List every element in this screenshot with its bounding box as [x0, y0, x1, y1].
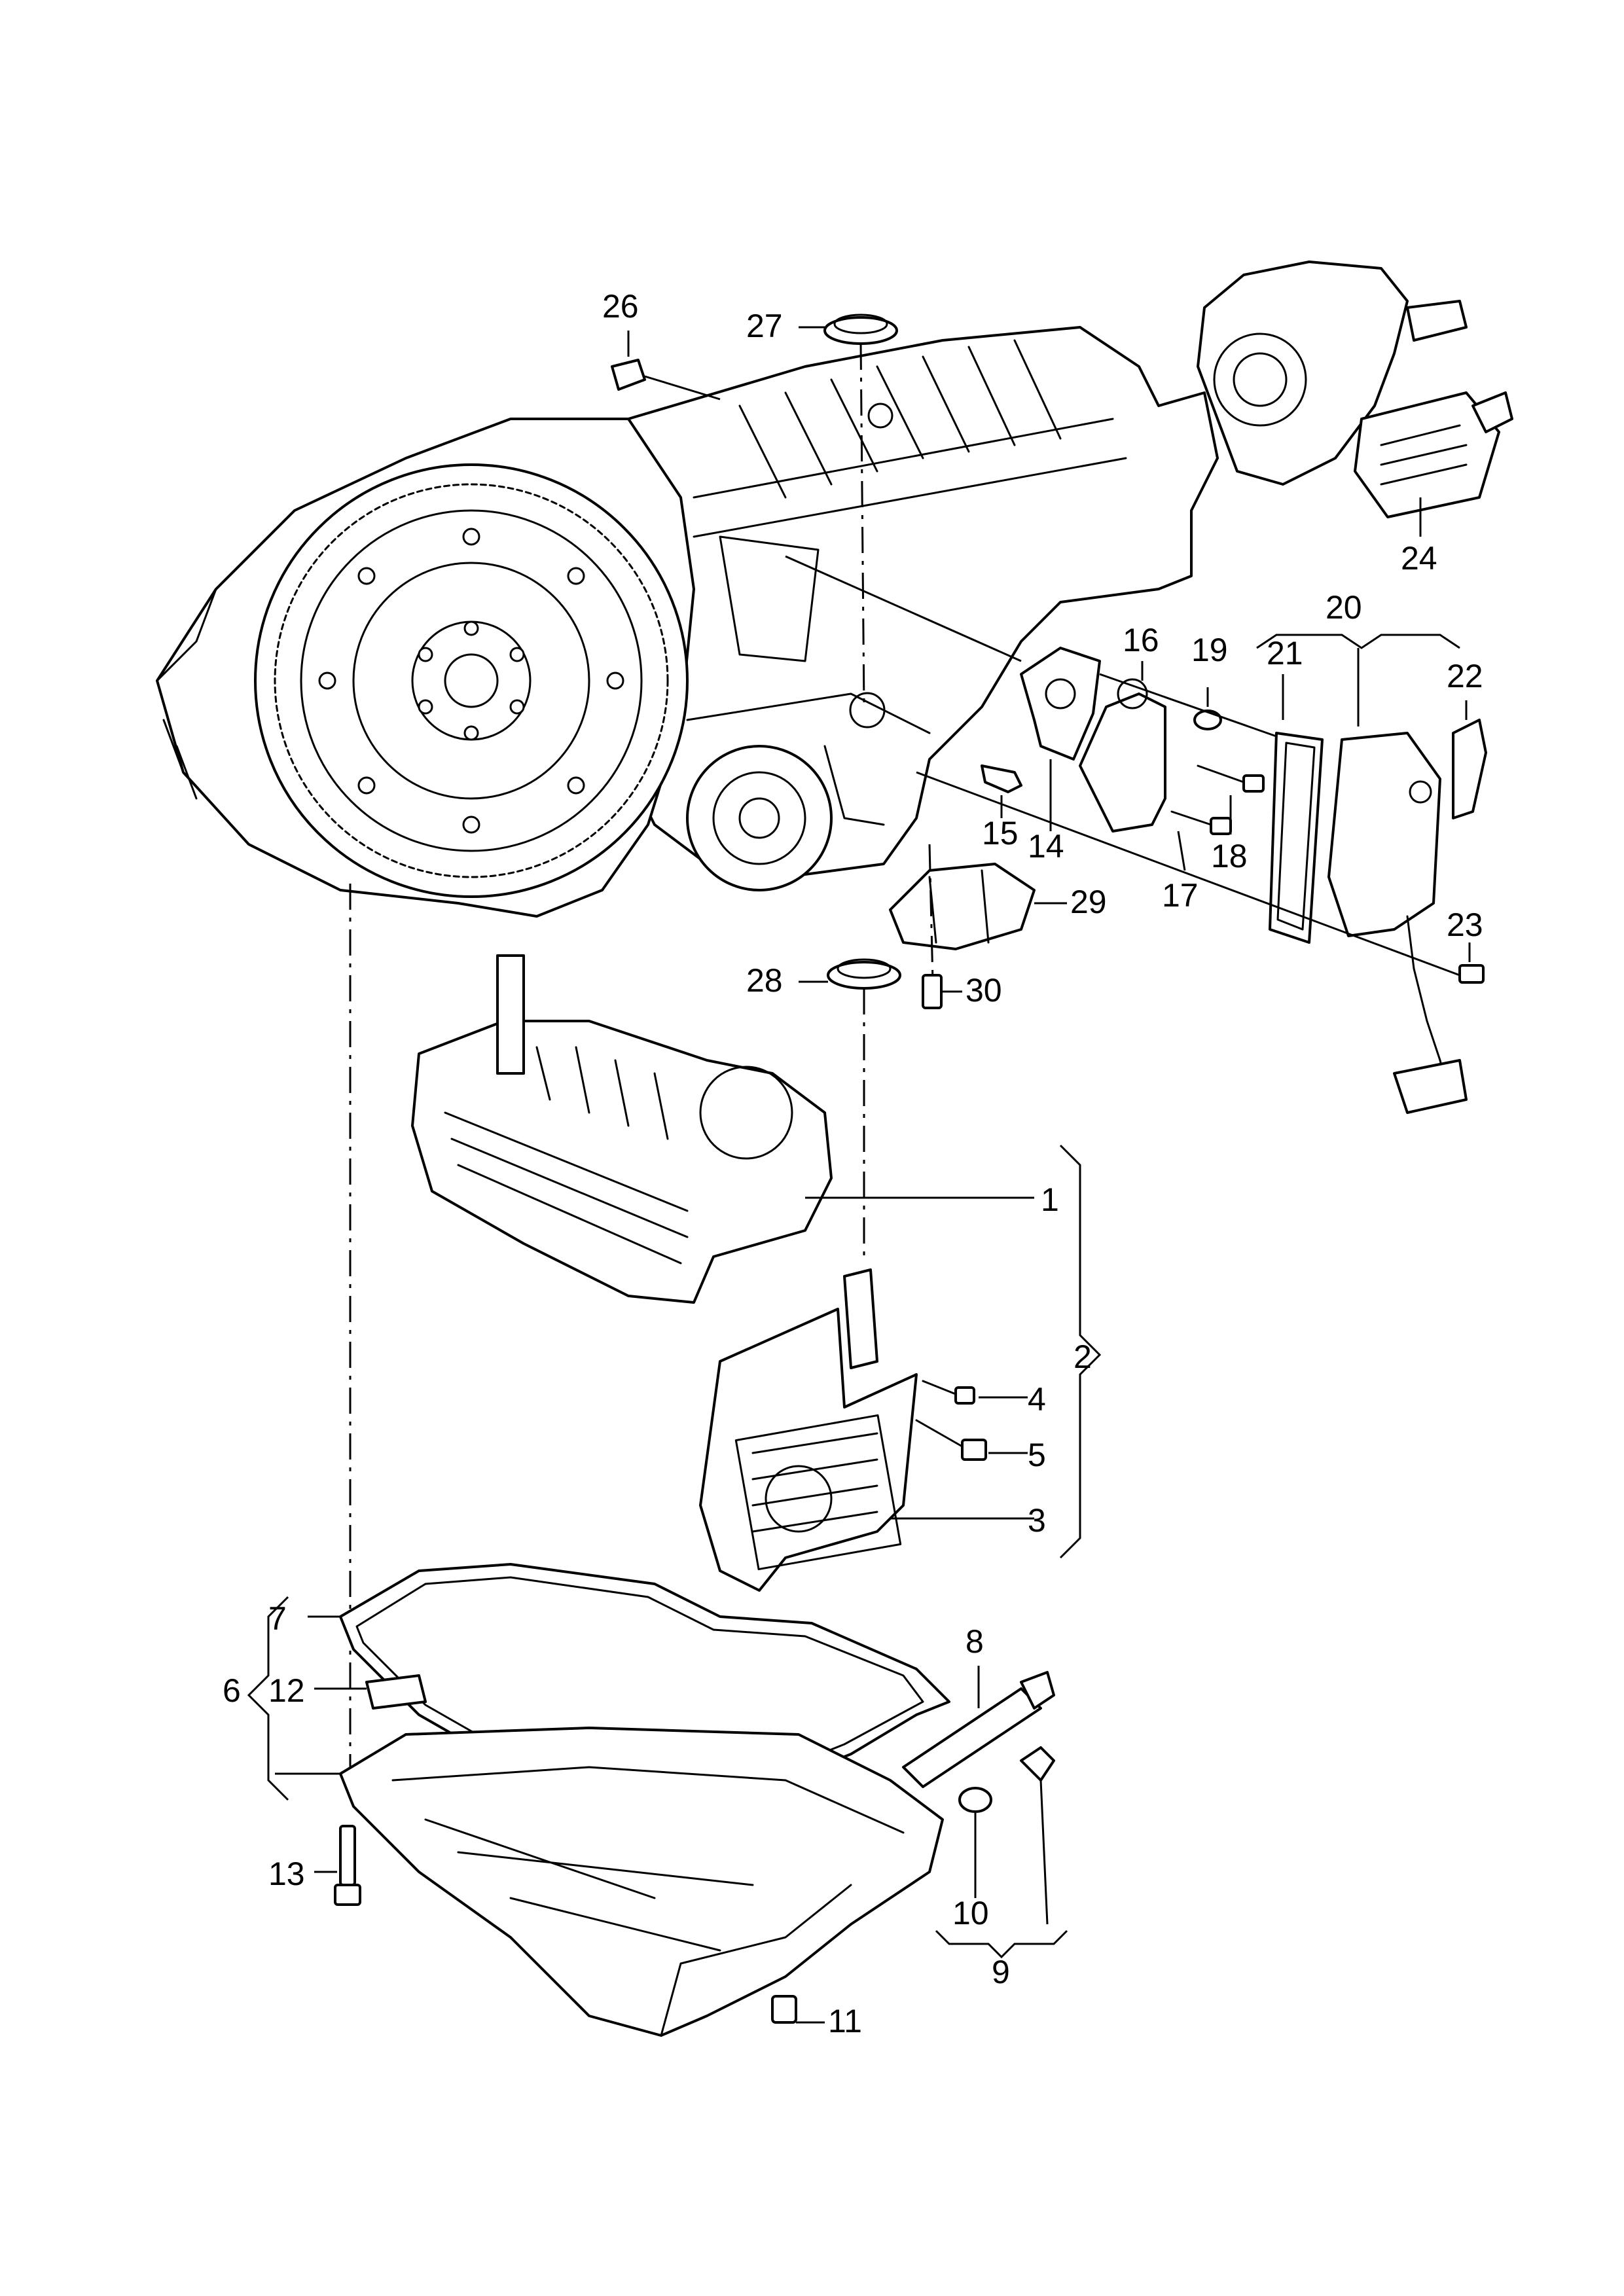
oil-pan-6 [275, 1727, 944, 2037]
transfer-case-assembly [1197, 260, 1513, 518]
callout-1: 1 [1041, 1181, 1059, 1218]
callout-26: 26 [602, 288, 639, 325]
callout-30: 30 [965, 972, 1002, 1009]
seal-27 [799, 314, 898, 708]
bolt-23 [916, 771, 1485, 984]
callout-24: 24 [1401, 540, 1437, 577]
plug-26 [611, 331, 721, 401]
callout-13: 13 [268, 1856, 305, 1892]
callout-20: 20 [1326, 589, 1362, 626]
side-output-flange [686, 745, 833, 891]
callout-9: 9 [992, 1954, 1010, 1990]
callout-16: 16 [1123, 622, 1159, 658]
callout-3: 3 [1028, 1502, 1046, 1539]
bolt-13 [314, 1825, 361, 1906]
callout-29: 29 [1070, 884, 1107, 920]
callout-7: 7 [268, 1600, 287, 1637]
gasket-21 [1269, 674, 1324, 944]
callout-15: 15 [982, 815, 1019, 852]
bracket-14 [1020, 647, 1101, 831]
callout-5: 5 [1028, 1437, 1046, 1473]
callout-6: 6 [223, 1672, 241, 1709]
valve-16 [1079, 661, 1166, 833]
tube-8 [902, 1666, 1055, 1788]
drain-plug-11 [771, 1995, 825, 2024]
callout-28: 28 [746, 962, 783, 999]
callout-14: 14 [1028, 828, 1064, 865]
wiring-harness [1393, 915, 1468, 1114]
bolt-4 [922, 1380, 1028, 1405]
callout-19: 19 [1191, 632, 1228, 668]
mount-29 [889, 844, 1067, 982]
callout-2: 2 [1074, 1338, 1092, 1375]
seal-28 [799, 958, 901, 1257]
bolt-15 [981, 764, 1022, 818]
callout-10: 10 [952, 1895, 989, 1931]
transmission-assembly [156, 326, 1219, 918]
callout-18: 18 [1211, 838, 1248, 874]
cover-20 [1256, 634, 1460, 937]
flywheel-bolt-holes [318, 528, 624, 834]
valve-body-1 [411, 954, 1034, 1304]
callout-11: 11 [828, 2003, 862, 2039]
bolt-18 [1197, 764, 1265, 834]
callout-12: 12 [268, 1672, 305, 1709]
callout-21: 21 [1267, 635, 1303, 672]
ring-10 [958, 1787, 992, 1898]
bolt-5 [915, 1419, 1028, 1461]
control-unit-3 [699, 1268, 1034, 1592]
callout-27: 27 [746, 308, 783, 344]
clip-22 [1452, 700, 1487, 819]
callout-22: 22 [1447, 658, 1483, 694]
plug-9 [935, 1746, 1068, 1959]
callout-8: 8 [965, 1623, 984, 1660]
callout-23: 23 [1447, 906, 1483, 943]
callout-4: 4 [1028, 1381, 1046, 1418]
bolt-30 [922, 974, 962, 1009]
magnet-12 [314, 1674, 427, 1710]
callout-17: 17 [1162, 877, 1199, 914]
